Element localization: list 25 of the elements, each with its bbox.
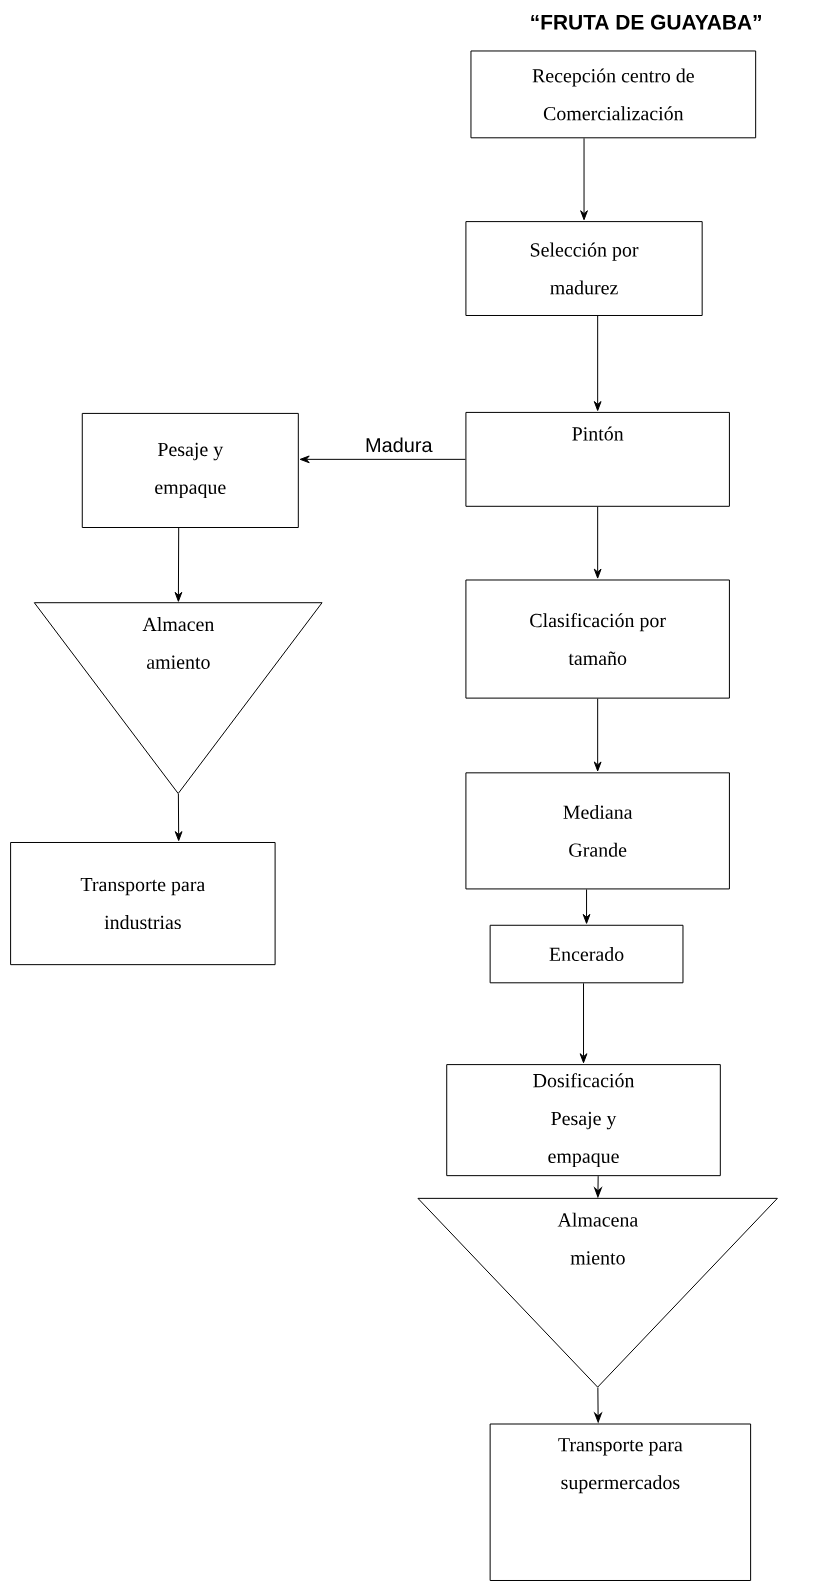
process-box: Recepción centro de Comercialización (470, 50, 757, 139)
process-box: Pintón (465, 411, 730, 507)
process-box: Encerado (489, 924, 684, 984)
arrow (579, 982, 588, 1064)
process-box: Transporte para industrias (10, 842, 276, 966)
arrow (174, 527, 183, 602)
process-box: Clasificación por tamaño (465, 579, 730, 699)
title: “FRUTA DE GUAYABA” (531, 14, 762, 30)
arrow (174, 793, 183, 842)
process-box: Pesaje y empaque (81, 412, 299, 528)
process-box: Mediana Grande (465, 772, 730, 890)
arrow (582, 888, 591, 924)
process-box: Dosificación Pesaje y empaque (446, 1064, 721, 1177)
arrow (580, 137, 588, 221)
storage-triangle: Almacen amiento (33, 602, 323, 795)
arrow (594, 1387, 602, 1423)
process-box: Transporte para supermercados (489, 1423, 752, 1581)
storage-triangle: Almacena miento (417, 1197, 778, 1388)
arrow (594, 1175, 602, 1198)
process-box: Selección por madurez (465, 221, 703, 316)
arrow (593, 506, 602, 579)
arrow (593, 698, 602, 772)
arrow (593, 315, 602, 411)
arrow (299, 455, 466, 464)
edge-label: Madura (364, 436, 434, 454)
